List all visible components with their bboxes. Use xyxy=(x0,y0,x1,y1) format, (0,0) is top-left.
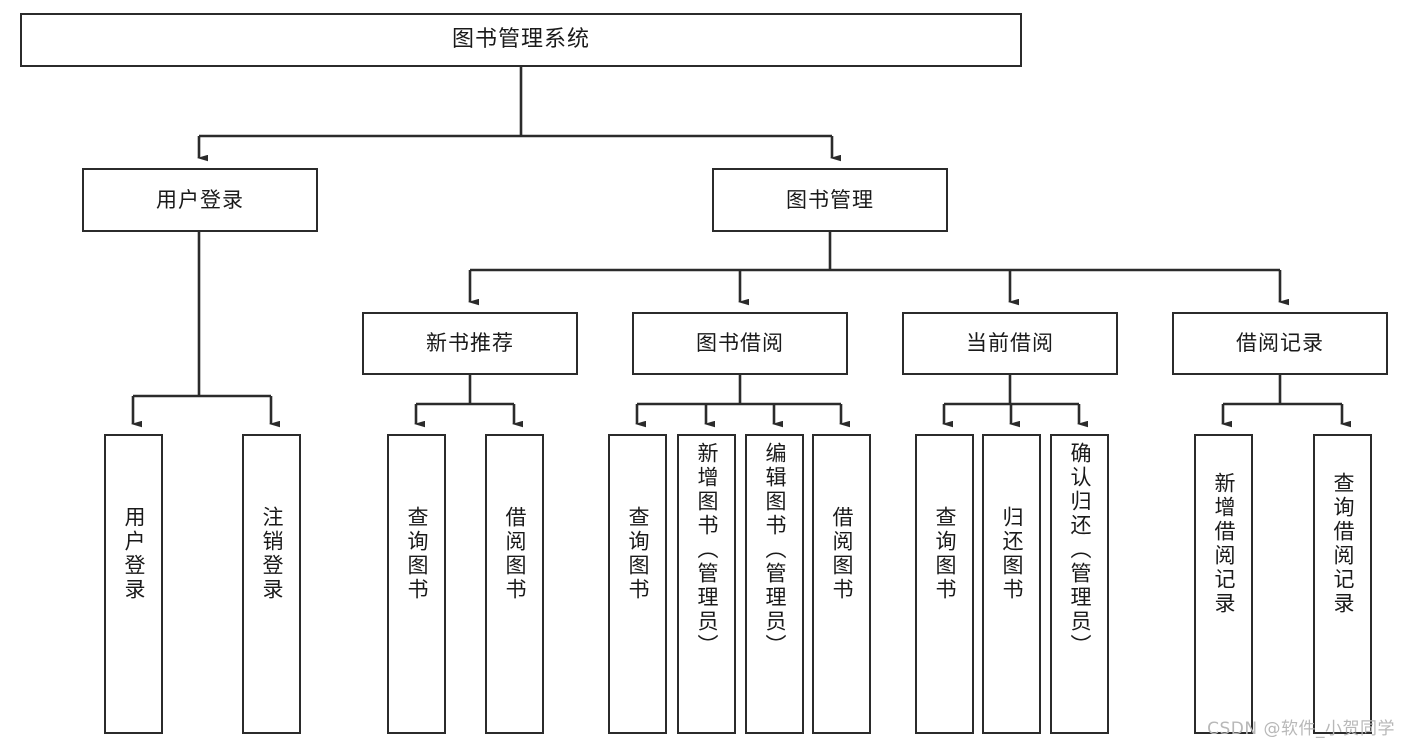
node-leaf-borrow-book-2-label: 借阅图书 xyxy=(830,506,854,602)
node-current-borrow-label: 当前借阅 xyxy=(966,331,1054,356)
node-new-book-recommend[interactable]: 新书推荐 xyxy=(362,312,578,375)
node-leaf-edit-book[interactable]: 编辑图书（管理员） xyxy=(745,434,804,734)
node-leaf-confirm-return[interactable]: 确认归还（管理员） xyxy=(1050,434,1109,734)
node-new-book-recommend-label: 新书推荐 xyxy=(426,331,514,356)
node-borrow-record[interactable]: 借阅记录 xyxy=(1172,312,1388,375)
node-book-manage-label: 图书管理 xyxy=(786,187,874,212)
node-user-login-label: 用户登录 xyxy=(156,187,244,212)
node-book-borrow-label: 图书借阅 xyxy=(696,331,784,356)
node-user-login[interactable]: 用户登录 xyxy=(82,168,318,232)
node-leaf-user-login-label: 用户登录 xyxy=(122,506,146,602)
node-leaf-edit-book-label: 编辑图书（管理员） xyxy=(763,442,787,658)
node-leaf-borrow-book-2[interactable]: 借阅图书 xyxy=(812,434,871,734)
node-leaf-confirm-return-label: 确认归还（管理员） xyxy=(1068,442,1092,658)
node-leaf-query-book-1[interactable]: 查询图书 xyxy=(387,434,446,734)
node-leaf-add-book-label: 新增图书（管理员） xyxy=(695,442,719,658)
node-book-manage[interactable]: 图书管理 xyxy=(712,168,948,232)
node-leaf-query-record-label: 查询借阅记录 xyxy=(1331,472,1355,616)
node-leaf-query-book-3[interactable]: 查询图书 xyxy=(915,434,974,734)
node-leaf-borrow-book-1-label: 借阅图书 xyxy=(503,506,527,602)
node-root-system[interactable]: 图书管理系统 xyxy=(20,13,1022,67)
node-current-borrow[interactable]: 当前借阅 xyxy=(902,312,1118,375)
node-leaf-query-book-1-label: 查询图书 xyxy=(405,506,429,602)
node-book-borrow[interactable]: 图书借阅 xyxy=(632,312,848,375)
node-leaf-query-book-2[interactable]: 查询图书 xyxy=(608,434,667,734)
node-borrow-record-label: 借阅记录 xyxy=(1236,331,1324,356)
node-leaf-return-book-label: 归还图书 xyxy=(1000,506,1024,602)
node-leaf-add-record-label: 新增借阅记录 xyxy=(1212,472,1236,616)
node-leaf-user-logout-label: 注销登录 xyxy=(260,506,284,602)
node-leaf-query-book-3-label: 查询图书 xyxy=(933,506,957,602)
node-leaf-user-login[interactable]: 用户登录 xyxy=(104,434,163,734)
node-leaf-return-book[interactable]: 归还图书 xyxy=(982,434,1041,734)
watermark-text: CSDN @软件_小贺同学 xyxy=(1207,719,1395,739)
node-leaf-query-record[interactable]: 查询借阅记录 xyxy=(1313,434,1372,734)
node-leaf-borrow-book-1[interactable]: 借阅图书 xyxy=(485,434,544,734)
node-root-system-label: 图书管理系统 xyxy=(451,26,590,52)
node-leaf-query-book-2-label: 查询图书 xyxy=(626,506,650,602)
node-leaf-add-book[interactable]: 新增图书（管理员） xyxy=(677,434,736,734)
node-leaf-add-record[interactable]: 新增借阅记录 xyxy=(1194,434,1253,734)
node-leaf-user-logout[interactable]: 注销登录 xyxy=(242,434,301,734)
